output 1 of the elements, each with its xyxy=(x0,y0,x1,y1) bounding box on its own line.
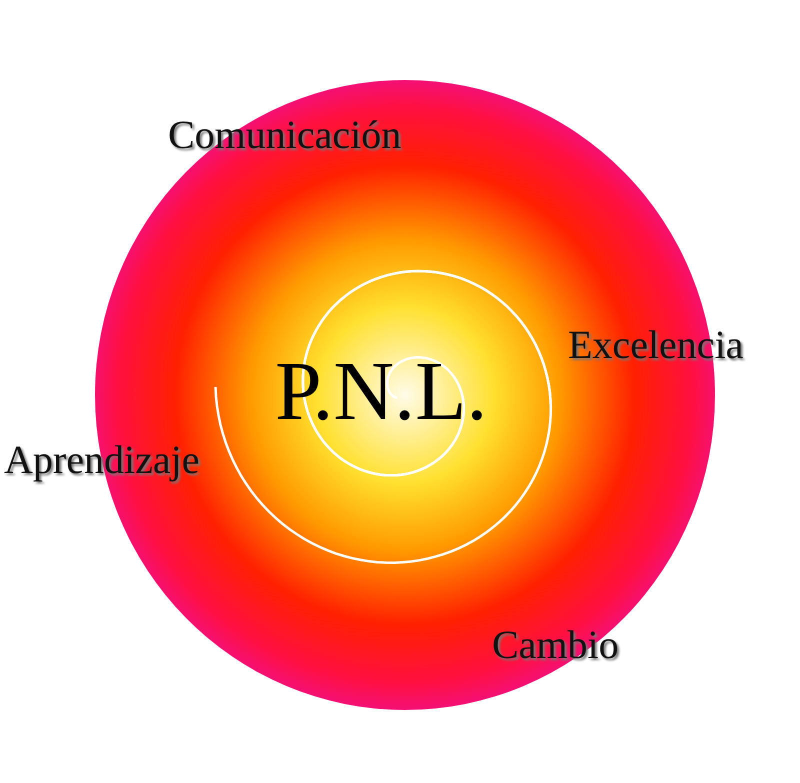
center-title: P.N.L. xyxy=(275,350,488,434)
